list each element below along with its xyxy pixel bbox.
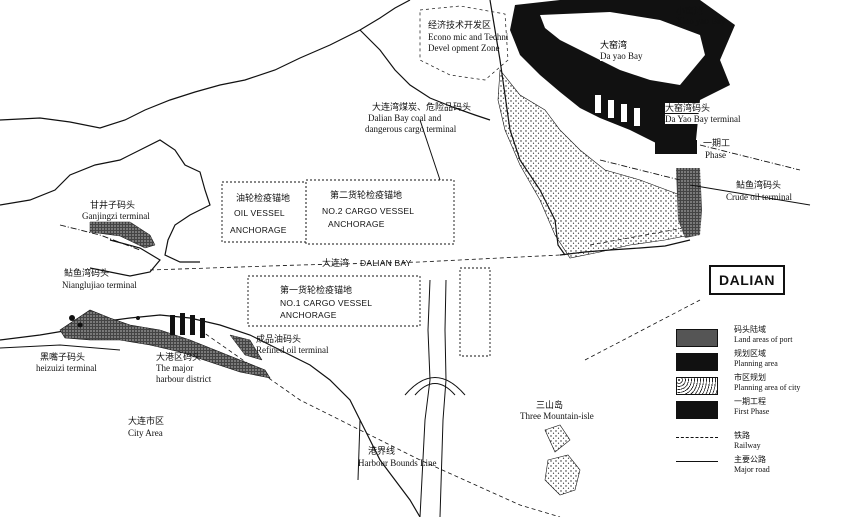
dev-zone-label-cn: 经济技术开发区 [428, 20, 492, 30]
oil-anchorage-label-2: ANCHORAGE [230, 225, 287, 235]
legend-swatch-railway [676, 437, 718, 438]
map-title: DALIAN [709, 265, 785, 295]
harbour-bounds-label: Harbour Bounds Line [358, 458, 437, 468]
nianglujiao-label-cn: 鲇鱼湾码头 [64, 268, 110, 278]
railway [59, 144, 801, 251]
first-phase-label-cn: 一期工 [703, 138, 731, 148]
no1-anchorage-label-cn: 第一货轮检疫锚地 [280, 285, 353, 295]
legend-label-cn: 码头陆域 [734, 325, 766, 334]
da-yao-piers [595, 95, 640, 126]
no2-anchorage-label-2: ANCHORAGE [328, 219, 385, 229]
legend-label: Land areas of port [734, 335, 793, 344]
dev-zone-label-2: Devel opment Zone [428, 43, 500, 53]
dalian-bay-coal-label-2: dangerous cargo terminal [365, 124, 457, 134]
no1-anchorage-label-2: ANCHORAGE [280, 310, 337, 320]
harbour-bounds-line [149, 224, 701, 517]
legend-label: Major road [734, 465, 770, 474]
major-roads [0, 119, 811, 517]
legend-label: Planning area [734, 359, 778, 368]
legend-label: Railway [734, 441, 761, 450]
legend-swatch-solid [676, 353, 718, 371]
dalian-bay-label-cn: 大连湾 [322, 258, 350, 268]
legend-label-cn: 铁路 [734, 431, 750, 440]
first-phase-label: Phase [705, 150, 726, 160]
legend-label-cn: 规划区域 [734, 349, 766, 358]
legend-label-cn: 一期工程 [734, 397, 766, 406]
oil-anchorage-label-cn: 油轮检疫锚地 [236, 193, 291, 203]
first-phase-block [655, 140, 697, 154]
harbour-bounds-label-cn: 港界线 [368, 446, 396, 456]
refined-oil-label-cn: 成品油码头 [256, 334, 302, 344]
three-mountain-isle [544, 424, 581, 496]
harbour-district-label-1: The major [156, 363, 194, 373]
legend-swatch-solid [676, 401, 718, 419]
nianglujiao-label: Nianglujiao terminal [62, 280, 137, 290]
heizuizi-label-cn: 黑嘴子码头 [40, 352, 86, 362]
dalian-bay-coal-label-cn: 大连湾煤炭、危险品码头 [372, 102, 472, 112]
ganjingzi-label: Ganjingzi terminal [82, 211, 150, 221]
city-area-label: City Area [128, 428, 163, 438]
da-yao-bay-label: Da yao Bay [600, 51, 643, 61]
harbour-district-piers [59, 309, 271, 379]
xiao-yao-bay-label-cn: 小窑湾 [676, 6, 704, 16]
legend-label-cn: 市区规划 [734, 373, 766, 382]
no1-anchorage-label-1: NO.1 CARGO VESSEL [280, 298, 373, 308]
harbour-district-label-cn: 大港区码头 [156, 352, 202, 362]
crude-oil-label: Crude oil terminal [726, 192, 792, 202]
oil-anchorage-label-1: OIL VESSEL [234, 208, 285, 218]
legend-swatch-light-stipple [676, 377, 718, 395]
three-mountain-label-cn: 三山岛 [536, 400, 564, 410]
legend-swatch-dense-stipple [676, 329, 718, 347]
anchorage-boundaries [221, 179, 491, 357]
ganjingzi-label-cn: 甘井子码头 [90, 200, 136, 210]
three-mountain-label: Three Mountain-isle [520, 411, 594, 421]
da-yao-bay-label-cn: 大窑湾 [600, 40, 628, 50]
dev-zone-label-1: Econo mic and Techni [428, 32, 509, 42]
xiao-yao-bay-label: Xiao yao Bay [676, 16, 726, 26]
islets [69, 315, 140, 328]
crude-oil-label-cn: 鲇鱼湾码头 [736, 180, 782, 190]
refined-oil-label: Refined oil terminal [256, 345, 329, 355]
legend-label: Planning area of city [734, 383, 801, 392]
city-area-label-cn: 大连市区 [128, 416, 165, 426]
ganjingzi-terminal-area [89, 221, 156, 249]
legend-label-cn: 主要公路 [734, 455, 766, 464]
dalian-bay-label: DALIAN BAY [360, 258, 412, 268]
dalian-bay-coal-label-1: Dalian Bay coal and [368, 113, 442, 123]
no2-anchorage-label-cn: 第二货轮检疫锚地 [330, 190, 403, 200]
legend-label: First Phase [734, 407, 770, 416]
no2-anchorage-label-1: NO.2 CARGO VESSEL [322, 206, 415, 216]
legend-swatch-road [676, 461, 718, 462]
heizuizi-label: heizuizi terminal [36, 363, 97, 373]
harbour-district-label-2: harbour district [156, 374, 212, 384]
city-planning-area [497, 69, 691, 259]
da-yao-terminal-label: Da Yao Bay terminal [665, 114, 741, 124]
da-yao-terminal-label-cn: 大窑湾码头 [665, 103, 711, 113]
